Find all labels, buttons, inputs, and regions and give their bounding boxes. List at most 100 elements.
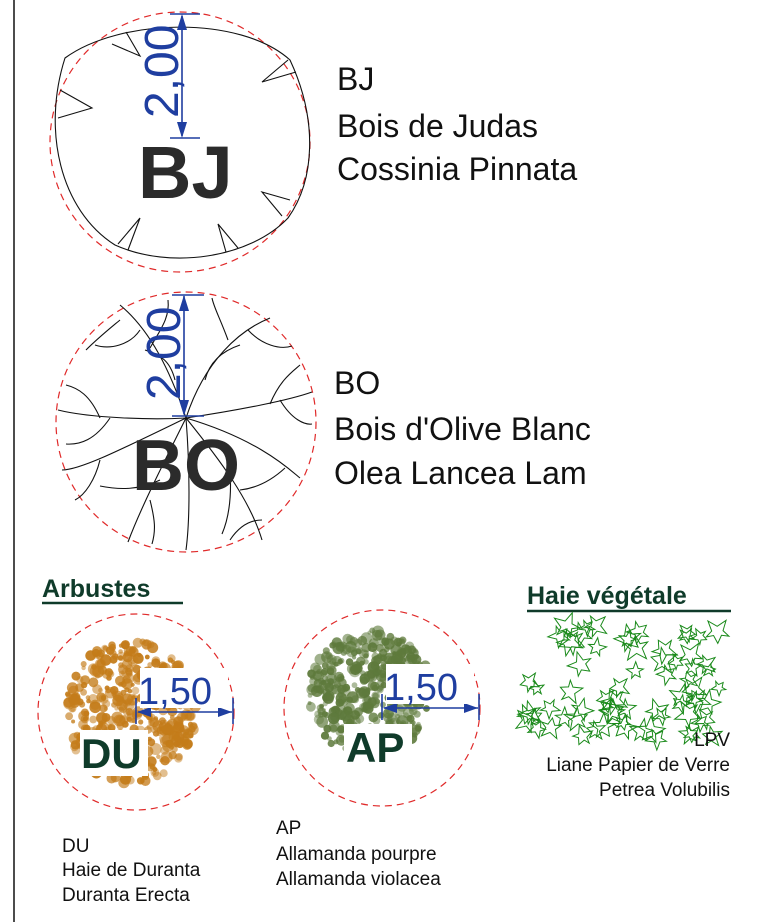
hedge-leaf	[595, 689, 618, 711]
foliage-dot	[118, 643, 124, 648]
hedge-leaf	[540, 716, 563, 740]
shrub-symbol-du: 1,50 DU	[37, 613, 235, 811]
foliage-dot	[338, 695, 345, 702]
foliage-dot	[323, 724, 332, 733]
tree-legend-bo: BO Bois d'Olive Blanc Olea Lancea Lam	[334, 365, 591, 491]
foliage-dot	[386, 632, 395, 641]
foliage-dot	[147, 662, 153, 668]
foliage-dot	[413, 710, 421, 718]
hedge-leaf	[624, 620, 650, 646]
foliage-dot	[109, 686, 119, 695]
hedge-leaf	[546, 624, 572, 650]
foliage-dot	[118, 655, 124, 661]
tree-legend-bj: BJ Bois de Judas Cossinia Pinnata	[337, 61, 577, 187]
legend-line: Petrea Volubilis	[599, 780, 730, 801]
foliage-dot	[94, 673, 101, 679]
tree-symbol-bo: 2,00 BO	[55, 291, 317, 553]
legend-line: Bois de Judas	[337, 108, 538, 144]
foliage-dot	[399, 636, 407, 644]
hedge-leaf	[562, 705, 589, 732]
foliage-dot	[314, 653, 326, 665]
foliage-dot	[168, 751, 177, 760]
canopy-shape	[54, 26, 311, 259]
hedge-leaf	[704, 619, 731, 645]
hedge-leaf	[676, 624, 697, 644]
foliage-dot	[169, 715, 175, 720]
foliage-dot	[322, 688, 331, 696]
foliage-dot	[98, 722, 103, 728]
hedge-legend-lpv: LPV Liane Papier de Verre Petrea Volubil…	[546, 730, 730, 801]
foliage-dot	[372, 625, 384, 638]
foliage-dot	[320, 731, 330, 740]
hedge-leaf	[599, 698, 615, 714]
hedge-leaf	[608, 677, 631, 699]
foliage-dot	[342, 684, 347, 689]
legend-line: DU	[62, 836, 89, 857]
dimension-label-backdrop	[140, 668, 228, 708]
shrub-outline	[37, 613, 235, 811]
hedge-leaf	[559, 678, 585, 705]
foliage-dot	[343, 706, 353, 716]
hedge-leaf	[615, 697, 638, 721]
foliage-dot	[183, 732, 190, 739]
foliage-dot	[321, 711, 328, 718]
foliage-dot	[138, 719, 144, 725]
foliage-dot	[182, 739, 193, 750]
foliage-dot	[346, 663, 359, 675]
foliage-dot	[412, 649, 419, 656]
shrub-dimension-label: 1,50	[384, 667, 458, 709]
foliage-dot	[336, 673, 345, 682]
foliage-dot	[338, 699, 345, 707]
canopy-notch	[217, 223, 239, 253]
foliage-dot	[335, 642, 346, 652]
foliage-dot	[360, 632, 372, 644]
foliage-dot	[381, 637, 390, 646]
hedge-leaf	[695, 688, 723, 716]
foliage-dot	[108, 641, 116, 649]
hedge-leaf	[650, 707, 672, 727]
foliage-dot	[316, 716, 329, 728]
hedge-leaf	[612, 622, 643, 653]
legend-line: Bois d'Olive Blanc	[334, 411, 591, 447]
canopy-notch	[260, 190, 291, 217]
foliage-dot	[327, 739, 335, 748]
hedge-leaf	[553, 705, 578, 729]
foliage-dot	[159, 769, 168, 778]
foliage-dot	[167, 657, 174, 663]
hedge-heading: Haie végétale	[527, 582, 687, 610]
foliage-dot	[363, 653, 369, 659]
shrub-symbol-ap: 1,50 AP	[283, 609, 481, 807]
foliage-dot	[378, 684, 385, 691]
foliage-dot	[329, 724, 338, 733]
hedge-leaf	[584, 614, 608, 639]
hedge-leaf	[701, 724, 724, 747]
hedge-leaf	[654, 663, 678, 687]
hedge-leaf	[553, 611, 581, 639]
hedge-leaf	[644, 697, 670, 723]
foliage-dot	[150, 768, 160, 777]
foliage-dot	[125, 707, 134, 716]
legend-line: Cossinia Pinnata	[337, 151, 577, 187]
foliage-dot	[338, 736, 346, 743]
dimension-arrow	[383, 703, 397, 713]
foliage-dot	[165, 721, 171, 727]
hedge-leaf	[571, 723, 594, 746]
hedge-leaf	[615, 713, 633, 731]
tree-code-label: BJ	[138, 131, 233, 214]
legend-line: AP	[276, 818, 301, 839]
hedge-leaf	[587, 711, 617, 739]
foliage-dot	[66, 682, 79, 694]
foliage-dot	[156, 754, 161, 759]
canopy-notch	[117, 217, 141, 251]
foliage-dot	[369, 627, 376, 634]
shrub-outline	[283, 609, 481, 807]
foliage-dot	[325, 653, 332, 660]
tree-dimension-label: 2,00	[136, 25, 189, 118]
foliage-dot	[327, 712, 340, 725]
foliage-dot	[70, 707, 75, 712]
shrub-legend-ap: AP Allamanda pourpre Allamanda violacea	[276, 818, 441, 890]
foliage-dot	[118, 649, 123, 654]
hedge-leaf	[650, 639, 679, 666]
foliage-dot	[80, 681, 88, 689]
